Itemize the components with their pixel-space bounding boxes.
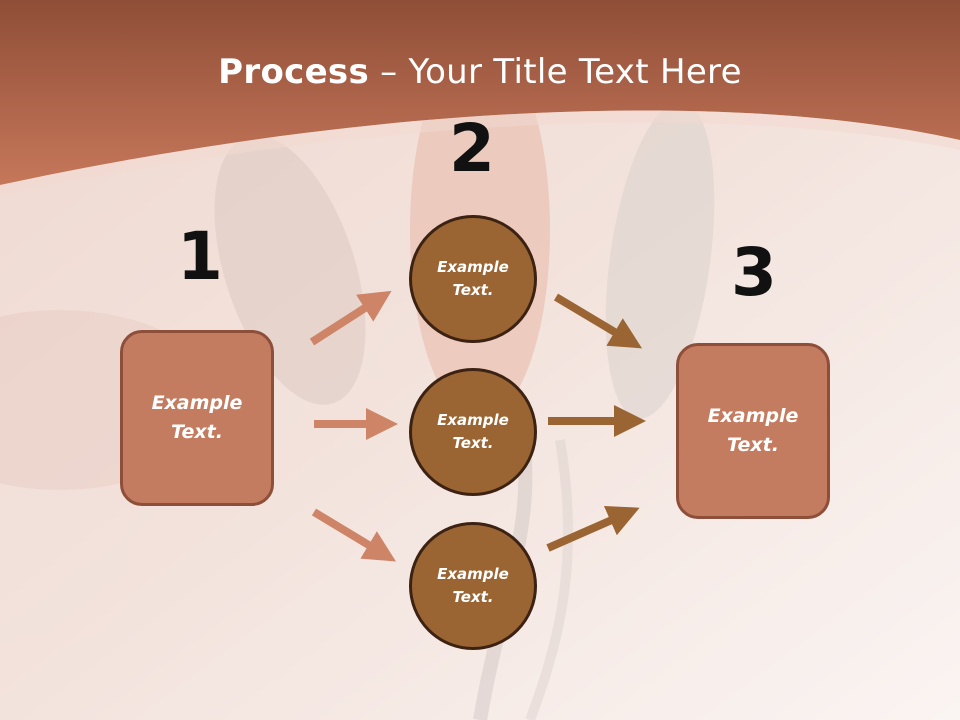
step-number-2: 2	[449, 110, 495, 187]
right-box-text: Example Text.	[707, 405, 799, 456]
arrow-right-down	[546, 505, 640, 552]
circle-middle: Example Text.	[409, 368, 537, 496]
circle-top-text: Example Text.	[437, 258, 509, 299]
arrow-left-down	[311, 508, 396, 562]
step-number-1: 1	[177, 218, 223, 295]
title-separator: –	[369, 52, 409, 92]
title-bold: Process	[218, 52, 370, 92]
slide-title: Process – Your Title Text Here	[0, 52, 960, 92]
circle-bottom: Example Text.	[409, 522, 537, 650]
step-number-3: 3	[731, 234, 777, 311]
circle-bottom-text: Example Text.	[437, 565, 509, 606]
left-box: Example Text.	[120, 330, 274, 506]
left-box-text: Example Text.	[151, 392, 243, 443]
circle-top: Example Text.	[409, 215, 537, 343]
arrow-right-up	[553, 293, 643, 349]
circle-middle-text: Example Text.	[437, 411, 509, 452]
title-text: Your Title Text Here	[408, 52, 742, 92]
arrow-left-up	[309, 290, 392, 346]
right-box: Example Text.	[676, 343, 830, 519]
